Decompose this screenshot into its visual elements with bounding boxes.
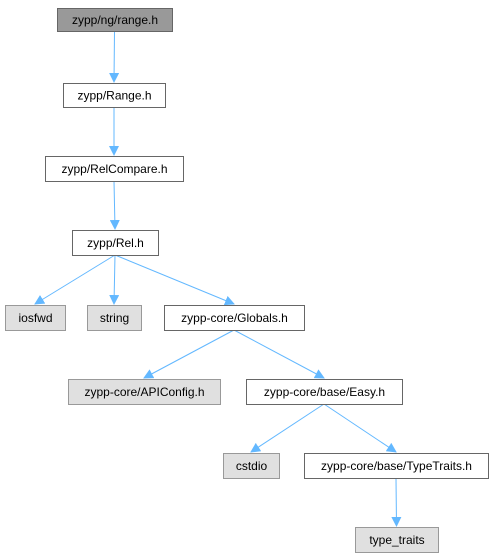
edge-rel-to-iosfwd xyxy=(34,254,116,305)
node-label-range: zypp/Range.h xyxy=(77,89,151,103)
node-relcompare[interactable]: zypp/RelCompare.h xyxy=(45,156,184,182)
node-box-relcompare xyxy=(45,156,184,182)
node-label-typetraits: zypp-core/base/TypeTraits.h xyxy=(321,459,472,473)
edge-relcompare-to-rel xyxy=(109,180,120,230)
edge-easy-to-cstdio xyxy=(250,403,325,453)
node-easy[interactable]: zypp-core/base/Easy.h xyxy=(246,379,403,405)
node-box-range-ng xyxy=(57,8,173,32)
node-range-ng[interactable]: zypp/ng/range.h xyxy=(57,8,173,32)
nodes-layer: zypp/ng/range.h zypp/Range.h zypp/RelCompa… xyxy=(5,8,489,553)
node-box-type-traits xyxy=(355,527,439,553)
node-box-easy xyxy=(246,379,403,405)
edge-globals-to-apiconfig xyxy=(143,329,235,379)
node-box-iosfwd xyxy=(5,305,66,331)
node-label-globals: zypp-core/Globals.h xyxy=(181,311,288,325)
node-typetraits[interactable]: zypp-core/base/TypeTraits.h xyxy=(304,453,489,479)
edge xyxy=(109,254,120,305)
node-cstdio: cstdio xyxy=(223,453,280,479)
edge xyxy=(34,254,116,305)
node-box-rel xyxy=(72,230,159,256)
edge xyxy=(114,254,235,306)
node-label-type-traits: type_traits xyxy=(369,533,424,547)
node-box-cstdio xyxy=(223,453,280,479)
node-label-iosfwd: iosfwd xyxy=(18,311,52,325)
node-rel[interactable]: zypp/Rel.h xyxy=(72,230,159,256)
node-box-string xyxy=(87,305,142,331)
edge xyxy=(250,403,325,453)
node-label-easy: zypp-core/base/Easy.h xyxy=(264,385,385,399)
edge-typetraits-to-type-traits xyxy=(391,477,402,527)
edge xyxy=(109,180,120,230)
node-box-range xyxy=(63,83,166,108)
edge-easy-to-typetraits xyxy=(323,403,397,453)
node-string: string xyxy=(87,305,142,331)
edge-rel-to-globals xyxy=(114,254,235,306)
node-box-typetraits xyxy=(304,453,489,479)
node-box-apiconfig xyxy=(68,379,221,405)
edge xyxy=(233,329,325,379)
node-globals[interactable]: zypp-core/Globals.h xyxy=(164,305,305,331)
node-label-relcompare: zypp/RelCompare.h xyxy=(61,162,167,176)
edge-rel-to-string xyxy=(109,254,120,305)
edge xyxy=(323,403,397,453)
edge xyxy=(109,30,120,83)
node-label-rel: zypp/Rel.h xyxy=(87,236,144,250)
node-range[interactable]: zypp/Range.h xyxy=(63,83,166,108)
node-type-traits: type_traits xyxy=(355,527,439,553)
edges-layer xyxy=(34,30,402,527)
edge xyxy=(143,329,235,379)
edge-globals-to-easy xyxy=(233,329,325,379)
node-apiconfig: zypp-core/APIConfig.h xyxy=(68,379,221,405)
edge-range-ng-to-range xyxy=(109,30,120,83)
node-label-cstdio: cstdio xyxy=(236,459,268,473)
node-label-string: string xyxy=(100,311,129,325)
node-box-globals xyxy=(164,305,305,331)
node-iosfwd: iosfwd xyxy=(5,305,66,331)
node-label-range-ng: zypp/ng/range.h xyxy=(72,13,158,27)
node-label-apiconfig: zypp-core/APIConfig.h xyxy=(84,385,204,399)
edge xyxy=(391,477,402,527)
